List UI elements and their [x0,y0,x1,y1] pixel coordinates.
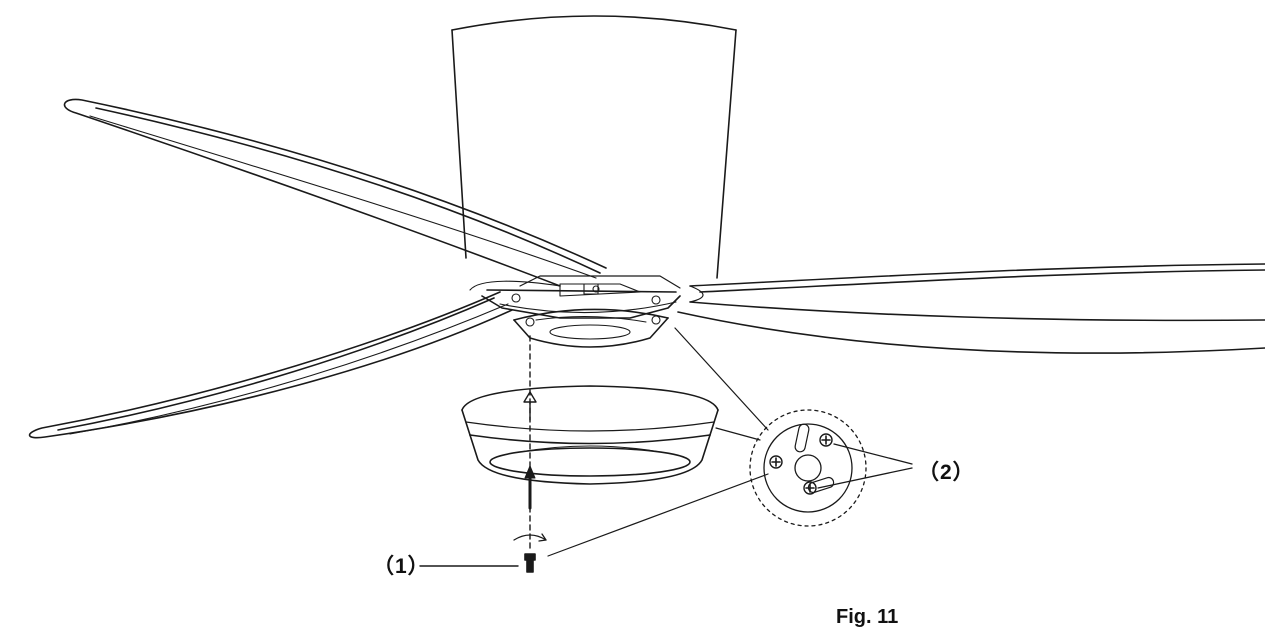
blade-upper-left [63,98,607,291]
screw-head-icon [803,481,817,495]
install-guide [513,335,547,549]
leader-line-plate-to-detail [674,327,769,431]
light-cover [461,385,719,485]
blade-right [677,263,1265,354]
screw-icon [524,553,536,573]
leader-line-cover-to-detail [715,427,761,441]
blade-lower-left [28,291,513,439]
motor-housing [451,15,737,279]
figure-caption: Fig. 11 [836,606,899,628]
leader-line-2a [833,443,913,465]
mounting-plate [513,308,669,348]
leader-line-screw-to-detail [547,473,769,557]
screw-head-icon [819,433,833,447]
screw-head-icon [769,455,783,469]
label-mounting-screws: （2） [918,461,975,484]
motor-hub [481,275,681,319]
detail-magnifier [749,409,867,527]
label-screw: （1） [373,555,430,578]
